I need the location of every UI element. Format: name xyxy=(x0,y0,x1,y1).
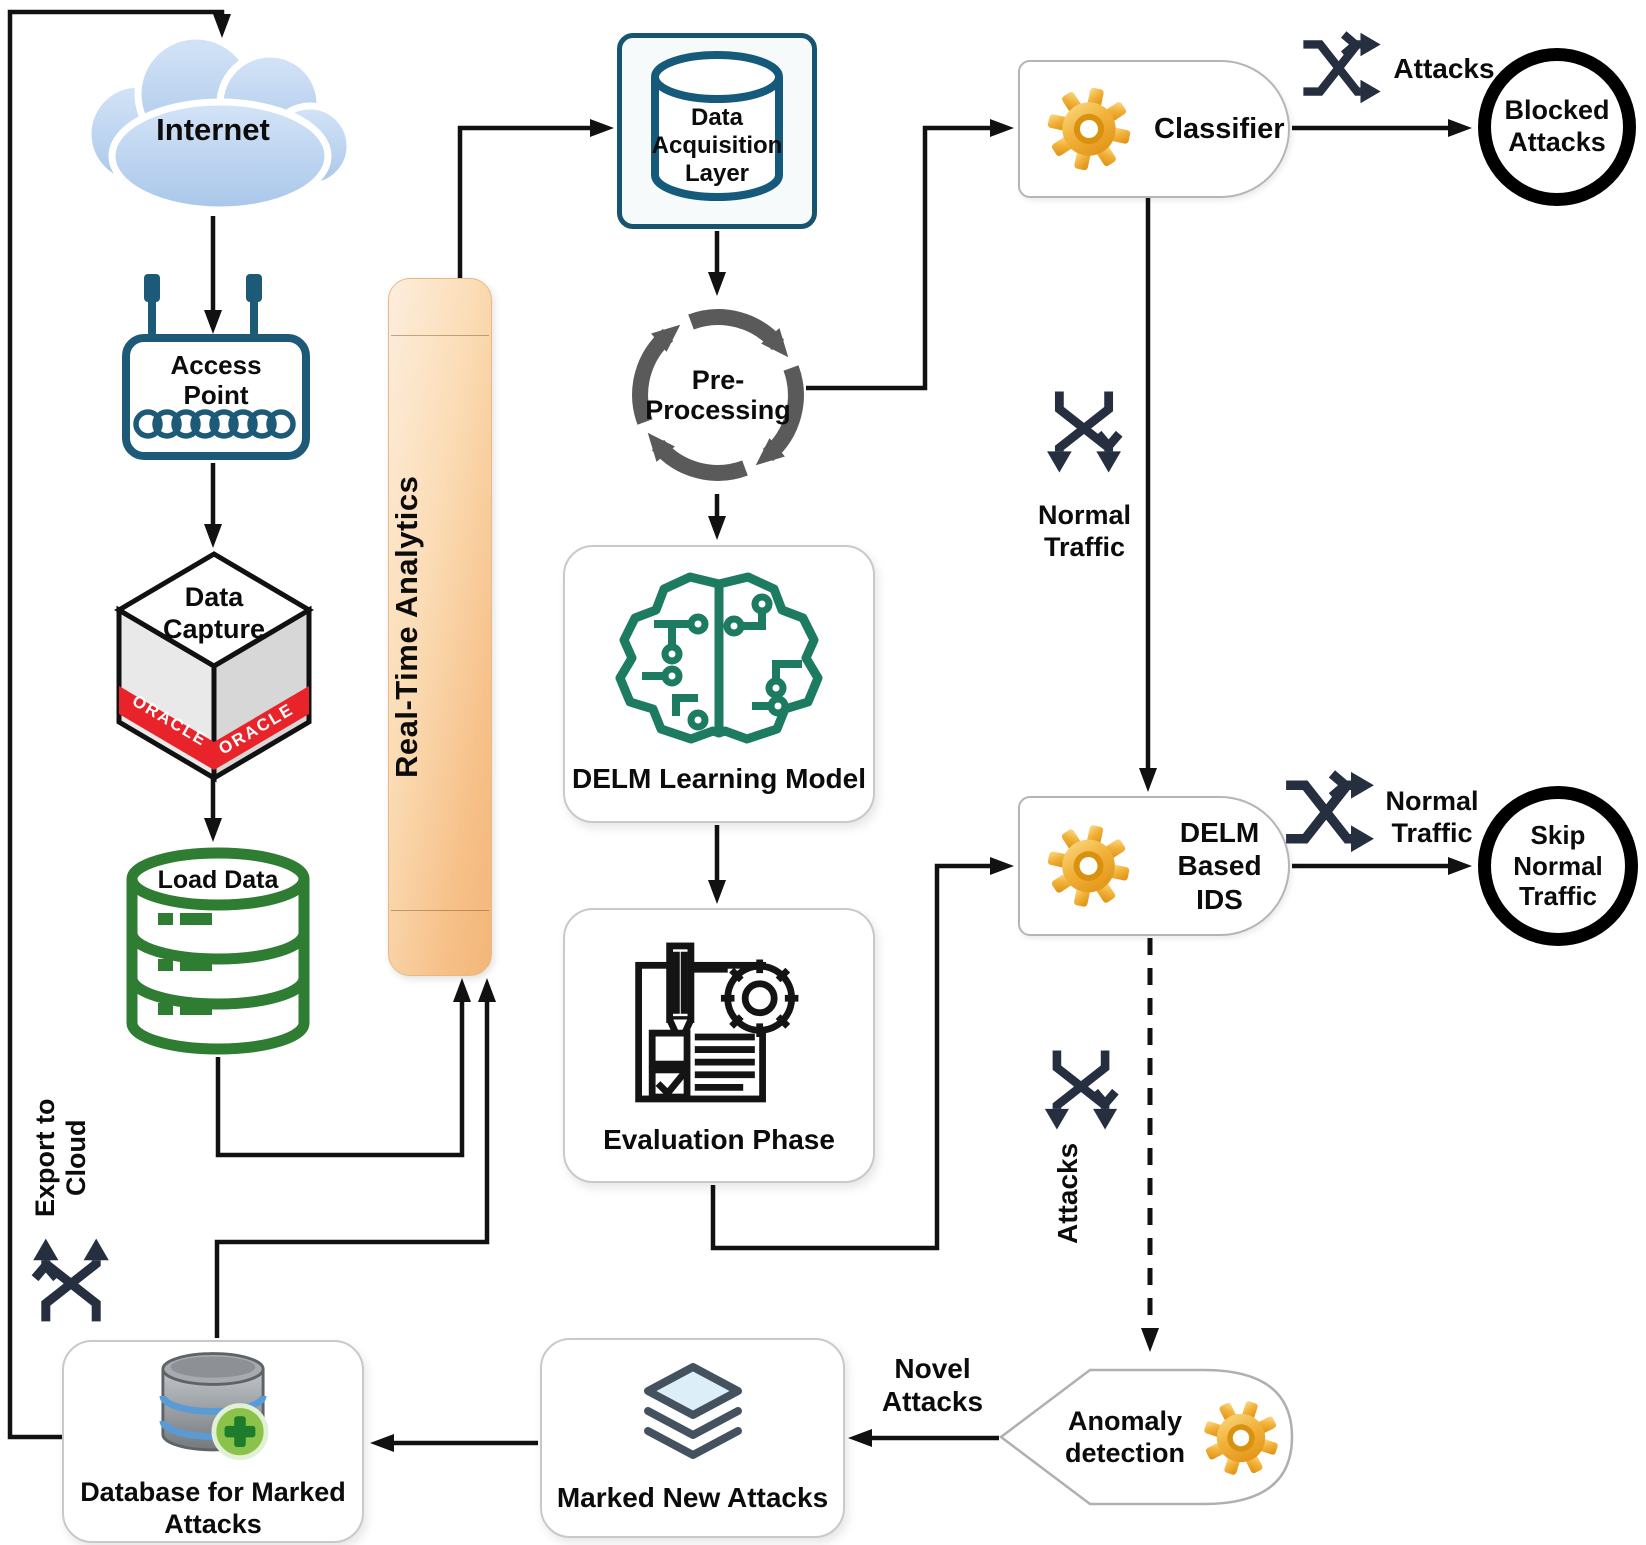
anomaly-detection-label: Anomaly detection xyxy=(1064,1406,1185,1468)
gear-icon xyxy=(1047,825,1130,907)
bar-bottom-capline xyxy=(391,910,489,911)
skip-normal-traffic-label: Skip Normal Traffic xyxy=(1513,819,1603,912)
internet-node: Internet xyxy=(58,28,362,224)
delm-ids-label-2: Based IDS xyxy=(1177,850,1262,915)
shuffle-up-icon xyxy=(31,1238,109,1322)
delm-ids-label-1: DELM xyxy=(1179,817,1260,849)
evaluation-phase-node: Evaluation Phase xyxy=(563,908,875,1183)
realtime-analytics-bar: Real-Time Analytics xyxy=(388,278,492,976)
edge-analytics-to-dal xyxy=(457,119,614,278)
realtime-analytics-label: Real-Time Analytics xyxy=(389,475,424,779)
dal-label-3: Layer xyxy=(685,160,749,187)
shuffle-right-icon xyxy=(1286,770,1374,853)
data-capture-cube-icon: Data Capture ORACLE ORACLE xyxy=(114,551,314,783)
layers-icon xyxy=(643,1363,742,1460)
load-data-label: Load Data xyxy=(158,866,280,894)
preprocessing-label-2: Processing xyxy=(645,395,791,425)
shuffle-down-icon xyxy=(1047,391,1123,473)
dal-label-2: Acquisition xyxy=(652,132,783,159)
evaluation-phase-label: Evaluation Phase xyxy=(603,1123,835,1155)
gear-icon xyxy=(1047,87,1131,171)
data-capture-node: Data Capture ORACLE ORACLE xyxy=(111,548,317,784)
shuffle-down-icon xyxy=(1044,1050,1119,1130)
load-data-node: Load Data xyxy=(122,845,314,1059)
internet-label: Internet xyxy=(156,112,270,147)
bar-top-capline xyxy=(391,335,489,336)
data-capture-label-2: Capture xyxy=(163,614,265,644)
export-to-cloud-label: Export to Cloud xyxy=(30,1098,92,1217)
attacks-edge-label: Attacks xyxy=(1393,53,1495,84)
preprocessing-label-1: Pre- xyxy=(692,365,745,395)
novel-attacks-edge-label: Novel Attacks xyxy=(881,1353,984,1418)
evaluation-icon xyxy=(635,942,799,1103)
edge-evaluation-to-ids xyxy=(710,857,1014,1251)
access-point-icon: Access Point xyxy=(122,274,310,460)
access-point-label-1: Access xyxy=(170,350,261,380)
cloud-icon: Internet xyxy=(84,32,354,214)
edge-export-to-cloud xyxy=(7,9,231,1440)
cycle-arrows-icon: Pre- Processing xyxy=(632,309,804,481)
skip-normal-traffic-node: Skip Normal Traffic xyxy=(1478,786,1638,946)
load-data-db-icon: Load Data xyxy=(126,847,310,1055)
anomaly-detection-node: Anomaly detection xyxy=(998,1364,1295,1510)
anomaly-shape xyxy=(998,1368,1294,1506)
edge-preprocessing-to-classifier xyxy=(806,119,1014,391)
edge-db-to-analytics xyxy=(214,978,496,1338)
access-point-label-2: Point xyxy=(184,380,249,410)
shuffle-right-icon xyxy=(1303,31,1381,104)
database-add-icon xyxy=(159,1352,269,1461)
blocked-attacks-node: Blocked Attacks xyxy=(1478,48,1636,206)
gear-icon xyxy=(1204,1401,1278,1475)
data-acquisition-node: Data Acquisition Layer xyxy=(617,33,817,229)
delm-based-ids-label: DELM Based IDS xyxy=(1151,816,1288,915)
normal-traffic-edge-label: Normal Traffic xyxy=(1385,786,1479,848)
data-acquisition-db-icon: Data Acquisition Layer xyxy=(651,51,783,201)
normal-traffic-edge-label: Normal Traffic xyxy=(1037,500,1132,562)
dal-label-1: Data xyxy=(691,104,744,131)
preprocessing-node: Pre- Processing xyxy=(613,290,823,500)
brain-circuit-icon xyxy=(615,572,823,744)
delm-learning-model-node: DELM Learning Model xyxy=(563,545,875,823)
data-capture-label-1: Data xyxy=(185,582,245,612)
classifier-label: Classifier xyxy=(1154,112,1285,145)
delm-learning-model-label: DELM Learning Model xyxy=(572,763,866,795)
marked-new-attacks-node: Marked New Attacks xyxy=(540,1338,845,1538)
access-point-node: Access Point xyxy=(118,272,314,462)
database-marked-attacks-label: Database for Marked Attacks xyxy=(80,1477,346,1540)
marked-new-attacks-label: Marked New Attacks xyxy=(556,1482,829,1514)
delm-based-ids-node: DELM Based IDS xyxy=(1018,796,1290,936)
database-marked-attacks-node: Database for Marked Attacks xyxy=(62,1340,364,1543)
classifier-node: Classifier xyxy=(1018,60,1290,198)
attacks-edge-label-vertical: Attacks xyxy=(1052,1142,1083,1244)
edge-load-to-analytics xyxy=(215,978,471,1158)
blocked-attacks-label: Blocked Attacks xyxy=(1504,95,1610,157)
